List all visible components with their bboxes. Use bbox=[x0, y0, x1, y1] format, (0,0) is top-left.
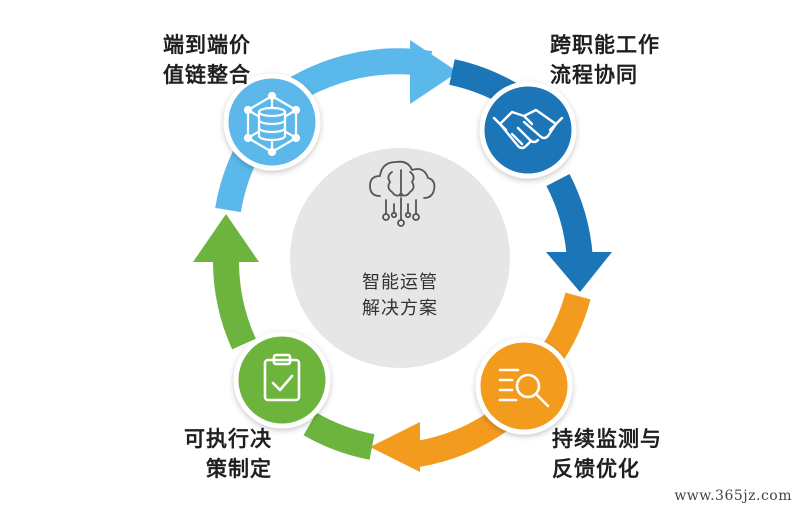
center-circle bbox=[290, 148, 510, 368]
node-top-right bbox=[479, 81, 577, 179]
node-label-line: 反馈优化 bbox=[552, 457, 640, 481]
node-label-line: 流程协同 bbox=[550, 63, 638, 87]
arrow-head-top bbox=[410, 40, 458, 104]
node-label-top-right: 跨职能工作 流程协同 bbox=[550, 30, 660, 90]
magnifier-list-icon bbox=[498, 368, 550, 408]
node-bottom-left bbox=[233, 331, 331, 429]
ring-segment-left bbox=[213, 261, 256, 350]
ring-segment-bottom bbox=[415, 409, 508, 467]
center-title: 智能运管 解决方案 bbox=[330, 270, 470, 322]
node-label-top-left: 端到端价 值链整合 bbox=[163, 30, 251, 90]
clipboard-check-icon bbox=[263, 353, 301, 402]
arrow-head-left bbox=[193, 214, 259, 262]
node-label-line: 值链整合 bbox=[163, 63, 251, 87]
node-label-bottom-left: 可执行决 策制定 bbox=[164, 424, 272, 484]
database-network-icon bbox=[243, 91, 301, 157]
arrow-head-bottom bbox=[370, 422, 420, 472]
cloud-brain-icon bbox=[369, 160, 436, 227]
node-label-line: 端到端价 bbox=[163, 33, 251, 57]
node-label-line: 持续监测与 bbox=[552, 427, 662, 451]
node-top-left bbox=[223, 73, 321, 171]
node-label-line: 可执行决 bbox=[184, 427, 272, 451]
watermark-text: www.365jz.com bbox=[674, 488, 792, 504]
handshake-icon bbox=[492, 108, 564, 150]
center-title-line: 解决方案 bbox=[362, 298, 438, 319]
node-label-line: 策制定 bbox=[206, 457, 272, 481]
node-bottom-right bbox=[475, 337, 573, 435]
node-label-line: 跨职能工作 bbox=[550, 33, 660, 57]
center-title-line: 智能运管 bbox=[362, 272, 438, 293]
ring-segment-right-lower bbox=[546, 174, 593, 262]
node-label-bottom-right: 持续监测与 反馈优化 bbox=[552, 424, 662, 484]
ring-segment-bottom-left bbox=[303, 412, 375, 460]
arrow-head-right bbox=[546, 252, 612, 292]
